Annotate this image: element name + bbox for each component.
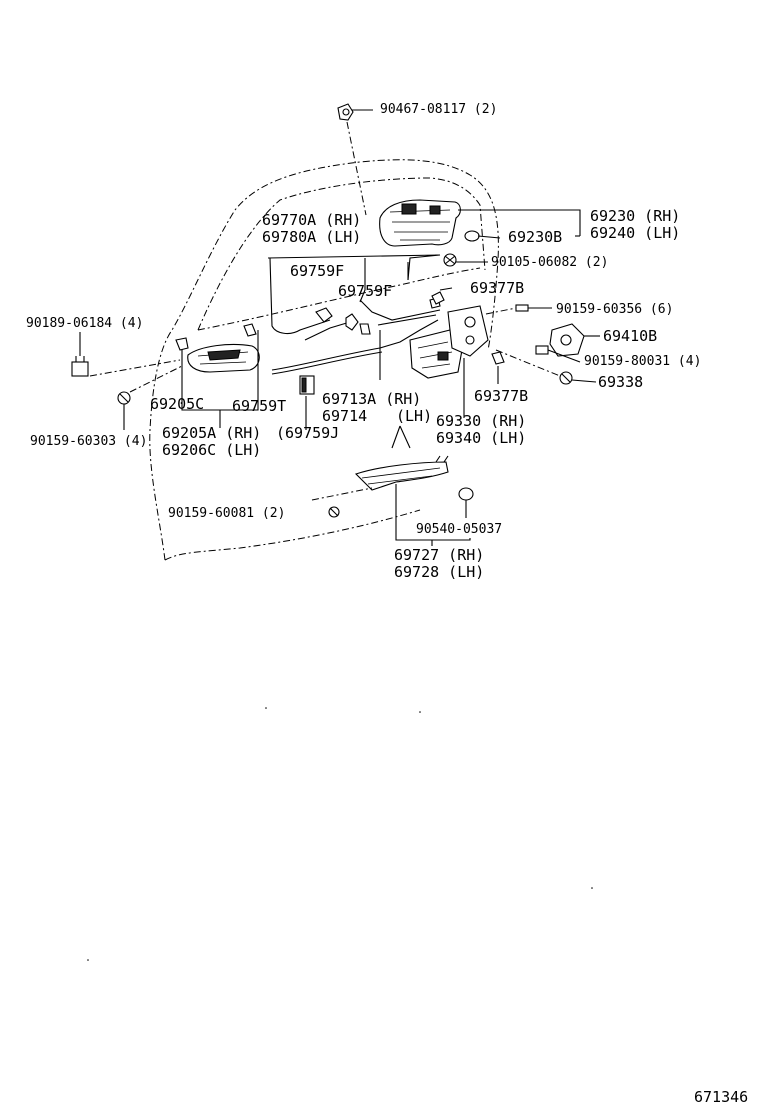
label-69377B-bottom: 69377B bbox=[474, 387, 529, 405]
bolt-90105-icon bbox=[443, 253, 457, 267]
label-69759T: 69759T bbox=[232, 397, 287, 415]
label-90159-80031: 90159-80031 (4) bbox=[584, 354, 702, 369]
label-90159-60081: 90159-60081 (2) bbox=[168, 506, 286, 521]
label-69205A: 69205A (RH) bbox=[162, 424, 262, 442]
inside-handle-icon bbox=[187, 343, 260, 373]
label-69240: 69240 (LH) bbox=[590, 224, 681, 242]
label-90159-60303: 90159-60303 (4) bbox=[30, 434, 148, 449]
label-69759F-1: 69759F bbox=[290, 262, 345, 280]
door-lock-icon bbox=[409, 305, 489, 379]
label-69340: 69340 (LH) bbox=[436, 429, 527, 447]
cap-69759J-icon bbox=[299, 375, 315, 430]
window-frame-outline bbox=[197, 177, 486, 331]
label-69759F-2: 69759F bbox=[338, 282, 393, 300]
label-69780A: 69780A (LH) bbox=[262, 228, 362, 246]
clip-90467-icon bbox=[337, 103, 354, 121]
label-69205C: 69205C bbox=[150, 395, 205, 413]
door-bottom-outline bbox=[164, 509, 421, 561]
panel-69727-icon bbox=[354, 455, 449, 491]
rod-69759F-a bbox=[269, 257, 331, 335]
screw-90159-60303-icon bbox=[117, 391, 131, 405]
plug-90540-icon bbox=[458, 487, 474, 518]
label-90159-60356: 90159-60356 (6) bbox=[556, 302, 674, 317]
screw-90159-60356-icon bbox=[515, 304, 552, 312]
label-69770A: 69770A (RH) bbox=[262, 211, 362, 229]
cap-69338-icon bbox=[559, 371, 573, 385]
label-69338: 69338 bbox=[598, 373, 644, 391]
beltline-outline bbox=[197, 267, 481, 331]
rod-69759F-b bbox=[359, 258, 366, 303]
label-69410B: 69410B bbox=[603, 327, 658, 345]
label-69377B-top: 69377B bbox=[470, 279, 525, 297]
label-90105-06082: 90105-06082 (2) bbox=[491, 255, 609, 270]
diagram-id: 671346 bbox=[694, 1088, 749, 1106]
clip-69377B-top-icon bbox=[431, 291, 445, 305]
screw-90159-60081-icon bbox=[328, 506, 340, 518]
label-69714: 69714 bbox=[322, 407, 368, 425]
key-cylinder-69230B-icon bbox=[464, 230, 501, 242]
bolt-90159-80031-icon bbox=[535, 345, 581, 363]
label-69206C: 69206C (LH) bbox=[162, 441, 262, 459]
label-90189-06184: 90189-06184 (4) bbox=[26, 316, 144, 331]
outside-handle-icon bbox=[379, 199, 461, 247]
label-69330: 69330 (RH) bbox=[436, 412, 527, 430]
label-90540-05037: 90540-05037 bbox=[416, 522, 503, 537]
label-90467-08117: 90467-08117 (2) bbox=[380, 102, 498, 117]
label-69230B: 69230B bbox=[508, 228, 563, 246]
label-69713A: 69713A (RH) bbox=[322, 390, 422, 408]
label-69714-lh: (LH) bbox=[396, 407, 433, 425]
label-69728: 69728 (LH) bbox=[394, 563, 485, 581]
label-69759J: (69759J bbox=[276, 424, 340, 442]
striker-69410B-icon bbox=[549, 323, 585, 357]
clip-69759T-icon bbox=[243, 323, 259, 398]
screw-69205C-icon bbox=[175, 337, 189, 392]
rod-69713A bbox=[271, 319, 439, 371]
label-69230: 69230 (RH) bbox=[590, 207, 681, 225]
label-69727: 69727 (RH) bbox=[394, 546, 485, 564]
clip-90189-icon bbox=[71, 332, 89, 377]
clip-69377B-bottom-icon bbox=[491, 351, 505, 365]
